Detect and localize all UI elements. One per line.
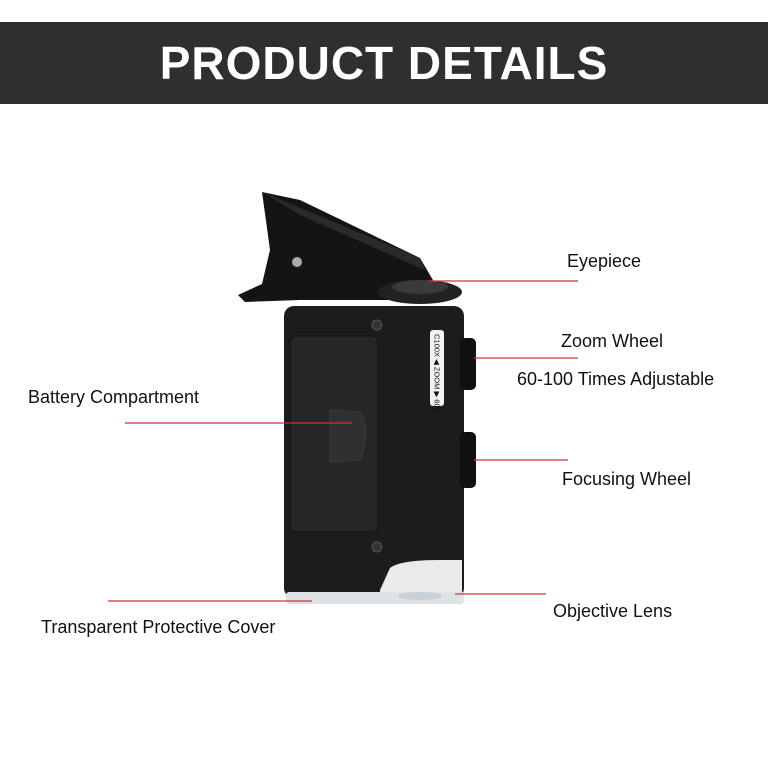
page-title: PRODUCT DETAILS	[159, 37, 609, 89]
device-body: C100X ◀ ZOOM ▶ 60X	[284, 306, 476, 604]
label-battery: Battery Compartment	[28, 387, 200, 407]
label-cover: Transparent Protective Cover	[41, 617, 276, 637]
label-zoom-range: 60-100 Times Adjustable	[517, 369, 715, 389]
label-zoom-wheel: Zoom Wheel	[561, 331, 664, 351]
zoom-wheel	[460, 338, 476, 390]
header-banner: PRODUCT DETAILS	[0, 22, 768, 104]
label-eyepiece: Eyepiece	[567, 251, 642, 271]
focusing-wheel	[460, 432, 476, 488]
label-focusing: Focusing Wheel	[562, 469, 692, 489]
scale-label: C100X ◀ ZOOM ▶ 60X	[433, 334, 442, 413]
label-objective: Objective Lens	[553, 601, 673, 621]
phone-clip	[238, 192, 462, 304]
